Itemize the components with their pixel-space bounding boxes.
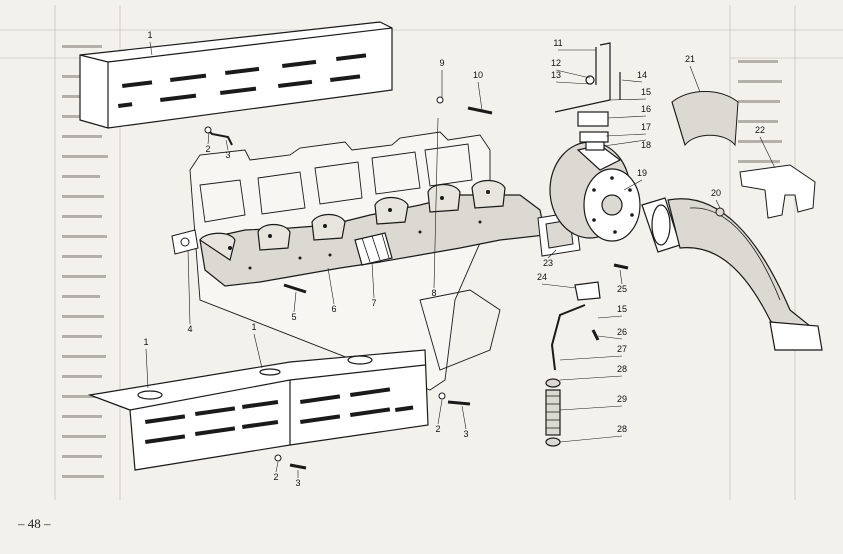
callout-label: 9 [439, 58, 444, 68]
callout-label: 8 [431, 288, 436, 298]
callout-label: 15 [617, 304, 627, 314]
leader-line [605, 133, 647, 137]
callout-label: 3 [225, 150, 230, 160]
oil-feed-pipe [554, 42, 621, 151]
leader-line [225, 139, 229, 151]
leader-line [327, 267, 335, 305]
callout-label: 4 [187, 324, 192, 334]
callout-label: 1 [143, 337, 148, 347]
callout-label: 13 [551, 70, 561, 80]
heat-shield-bottom [87, 349, 429, 471]
callout-label: 18 [641, 140, 651, 150]
callout-label: 10 [473, 70, 483, 80]
leader-line [559, 435, 623, 443]
callout-label: 23 [543, 258, 553, 268]
callout-label: 16 [641, 104, 651, 114]
callout-label: 6 [331, 304, 336, 314]
leader-line [293, 291, 297, 313]
leader-line [145, 348, 149, 389]
leader-line [559, 355, 623, 361]
leader-line [541, 283, 577, 289]
page-number: – 48 – [18, 516, 51, 531]
callout-label: 2 [435, 424, 440, 434]
leader-line [253, 333, 263, 369]
callout-label: 28 [617, 424, 627, 434]
leader-line [603, 139, 647, 147]
leader-line [555, 69, 591, 79]
leader-line [559, 405, 623, 411]
callout-label: 19 [637, 168, 647, 178]
leader-line [759, 136, 776, 169]
leader-line [689, 65, 701, 93]
callout-label: 22 [755, 125, 765, 135]
oil-return-pipe [545, 281, 601, 447]
callout-label: 3 [295, 478, 300, 488]
callout-label: 15 [641, 87, 651, 97]
leader-line [597, 315, 623, 319]
callout-label: 2 [273, 472, 278, 482]
callout-label: 17 [641, 122, 651, 132]
callout-label: 20 [711, 188, 721, 198]
leader-line [461, 405, 467, 430]
leader-line [623, 179, 643, 191]
callout-label: 14 [637, 70, 647, 80]
bracket-22 [739, 164, 816, 219]
callout-label: 21 [685, 54, 695, 64]
heat-shield-top [79, 21, 393, 129]
leader-line [477, 81, 483, 111]
callout-label: 24 [537, 272, 547, 282]
leader-line [609, 98, 647, 101]
leader-line [207, 131, 210, 145]
leader-line [275, 461, 279, 473]
leader-line [187, 249, 191, 325]
leader-line [715, 199, 721, 209]
callout-label: 5 [291, 312, 296, 322]
exhaust-manifold [199, 179, 546, 287]
callout-label: 3 [463, 429, 468, 439]
callout-label: 1 [147, 30, 152, 40]
leader-line [559, 375, 623, 381]
bracket-21 [671, 91, 739, 147]
leader-line [433, 117, 439, 289]
bolts-and-washers [204, 96, 725, 470]
callout-label: 28 [617, 364, 627, 374]
callout-label: 2 [205, 144, 210, 154]
callout-label: 1 [251, 322, 256, 332]
leader-line [555, 81, 591, 85]
turbocharger [549, 141, 641, 242]
callout-label: 25 [617, 284, 627, 294]
leader-line [149, 41, 153, 56]
leader-line [547, 249, 557, 259]
leader-line [371, 261, 375, 299]
callout-label: 27 [617, 344, 627, 354]
callout-label: 29 [617, 394, 627, 404]
callout-label: 11 [553, 38, 562, 48]
manifold-gasket [171, 229, 199, 255]
leader-lines [145, 41, 776, 478]
background-ghost-rows [62, 45, 782, 478]
leader-line [607, 115, 647, 119]
leader-line [619, 269, 623, 285]
callout-label: 7 [371, 298, 376, 308]
leader-line [597, 335, 623, 340]
exhaust-elbow-pipe [641, 197, 823, 351]
leader-line [437, 399, 443, 425]
leader-line [621, 79, 643, 83]
callout-label: 26 [617, 327, 627, 337]
callout-label: 12 [551, 58, 561, 68]
